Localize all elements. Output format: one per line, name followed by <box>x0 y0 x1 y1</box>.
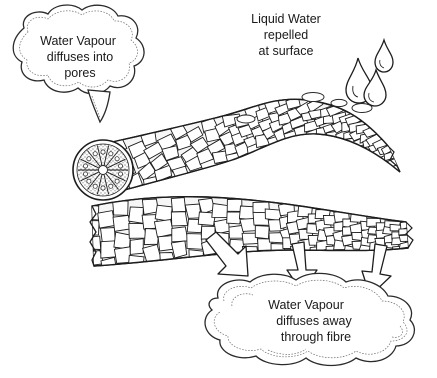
fibre-scale <box>171 212 187 226</box>
fibre-scale <box>154 220 173 238</box>
vapour-in-cloud: Water Vapour diffuses into pores <box>13 5 144 122</box>
water-droplet-icon <box>364 70 386 106</box>
fibre-cross-section-icon <box>73 140 133 200</box>
liquid-line-2: repelled <box>264 28 309 42</box>
fibre-scale <box>171 198 186 212</box>
cross-section-pore <box>93 152 97 156</box>
fibre-scale <box>130 239 143 255</box>
fibre-scale <box>399 235 414 241</box>
cross-section-pore <box>118 164 122 168</box>
cross-section-pore <box>83 164 87 168</box>
fibre-scale <box>239 206 254 220</box>
fibre-scale <box>187 234 203 250</box>
fibre-scale <box>255 226 269 239</box>
cross-section-pore <box>87 179 91 183</box>
vapour-in-line-2: diffuses into <box>47 50 114 64</box>
cross-section-pore <box>115 157 119 161</box>
fibre-scale <box>265 209 281 221</box>
cross-section-pore <box>87 157 91 161</box>
fibre-scale <box>84 221 99 236</box>
fibre-scale <box>155 205 172 221</box>
fibre-scale <box>114 232 130 249</box>
cross-section-pore <box>118 172 122 176</box>
fibre-scale <box>98 211 115 229</box>
fibre-lower <box>84 197 417 274</box>
vapour-out-line-2: diffuses away <box>276 314 352 328</box>
fibre-scale <box>212 204 229 218</box>
cross-section-pore <box>83 172 87 176</box>
water-droplets <box>346 40 393 106</box>
cross-section-pore <box>101 150 105 154</box>
fibre-scale <box>172 227 188 242</box>
cross-section-pore <box>101 186 105 190</box>
cross-section-pore <box>115 179 119 183</box>
fibre-scale <box>113 215 131 231</box>
fibre-scale <box>101 228 116 243</box>
liquid-water-label: Liquid Water repelled at surface <box>251 12 321 58</box>
vapour-out-line-3: through fibre <box>281 330 351 344</box>
fibre-scale <box>129 207 144 223</box>
vapour-out-line-1: Water Vapour <box>268 298 344 312</box>
liquid-line-1: Liquid Water <box>251 12 321 26</box>
cross-section-pore <box>109 152 113 156</box>
vapour-in-line-1: Water Vapour <box>40 34 116 48</box>
fibre-scale <box>113 201 129 216</box>
fibre-scale <box>227 199 242 211</box>
cross-section-pore <box>109 184 113 188</box>
fibre-scale <box>114 247 130 263</box>
fibre-scale <box>101 241 116 258</box>
water-droplet-icon <box>375 40 393 72</box>
cross-section-pore <box>93 184 97 188</box>
liquid-line-3: at surface <box>259 44 314 58</box>
vapour-in-line-3: pores <box>64 66 95 80</box>
vapour-out-cloud: Water Vapour diffuses away through fibre <box>205 273 414 365</box>
